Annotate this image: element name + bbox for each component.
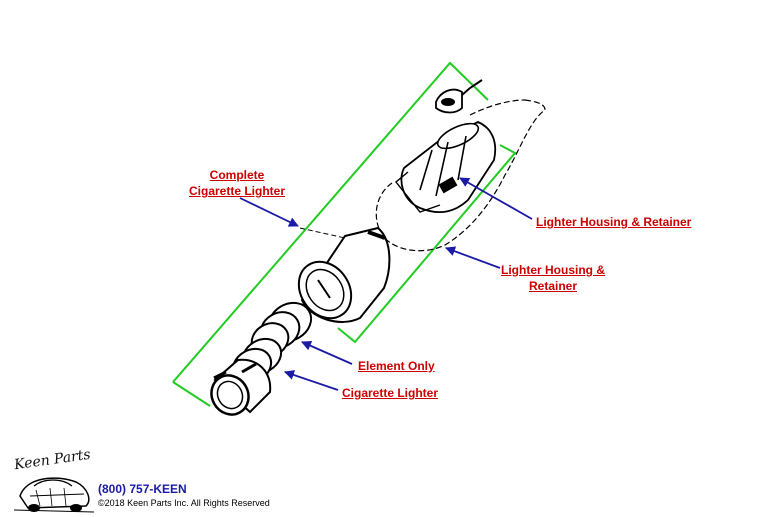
lamp-outline-top (469, 99, 526, 116)
arrow-complete-lighter (239, 197, 299, 227)
complete-lighter-bracket (172, 61, 489, 407)
guide-line (299, 227, 346, 239)
keen-parts-logo-car (13, 477, 95, 513)
label-housing-retainer-top: Lighter Housing & Retainer (536, 215, 692, 229)
lighter-housing-retainer-part (395, 121, 497, 214)
label-element-only: Element Only (358, 359, 435, 373)
lighter-housing-cup (297, 226, 391, 323)
phone-number: (800) 757-KEEN (98, 482, 187, 496)
label-complete-line2: Cigarette Lighter (188, 184, 285, 198)
arrow-element-only (301, 341, 353, 365)
housing-retainer-bracket (337, 144, 517, 344)
arrow-housing-retainer-top (459, 177, 533, 220)
cigarette-lighter-knob (210, 337, 283, 416)
label-complete-line1: Complete (209, 168, 265, 182)
arrow-cigarette-lighter (284, 370, 339, 391)
label-housing-retainer-line2: Retainer (528, 279, 578, 293)
bulb-socket (435, 79, 483, 114)
copyright-notice: ©2018 Keen Parts Inc. All Rights Reserve… (98, 498, 270, 508)
arrow-housing-retainer (445, 246, 501, 269)
label-housing-retainer-line1: Lighter Housing & (501, 263, 605, 277)
label-cigarette-lighter: Cigarette Lighter (342, 386, 439, 400)
